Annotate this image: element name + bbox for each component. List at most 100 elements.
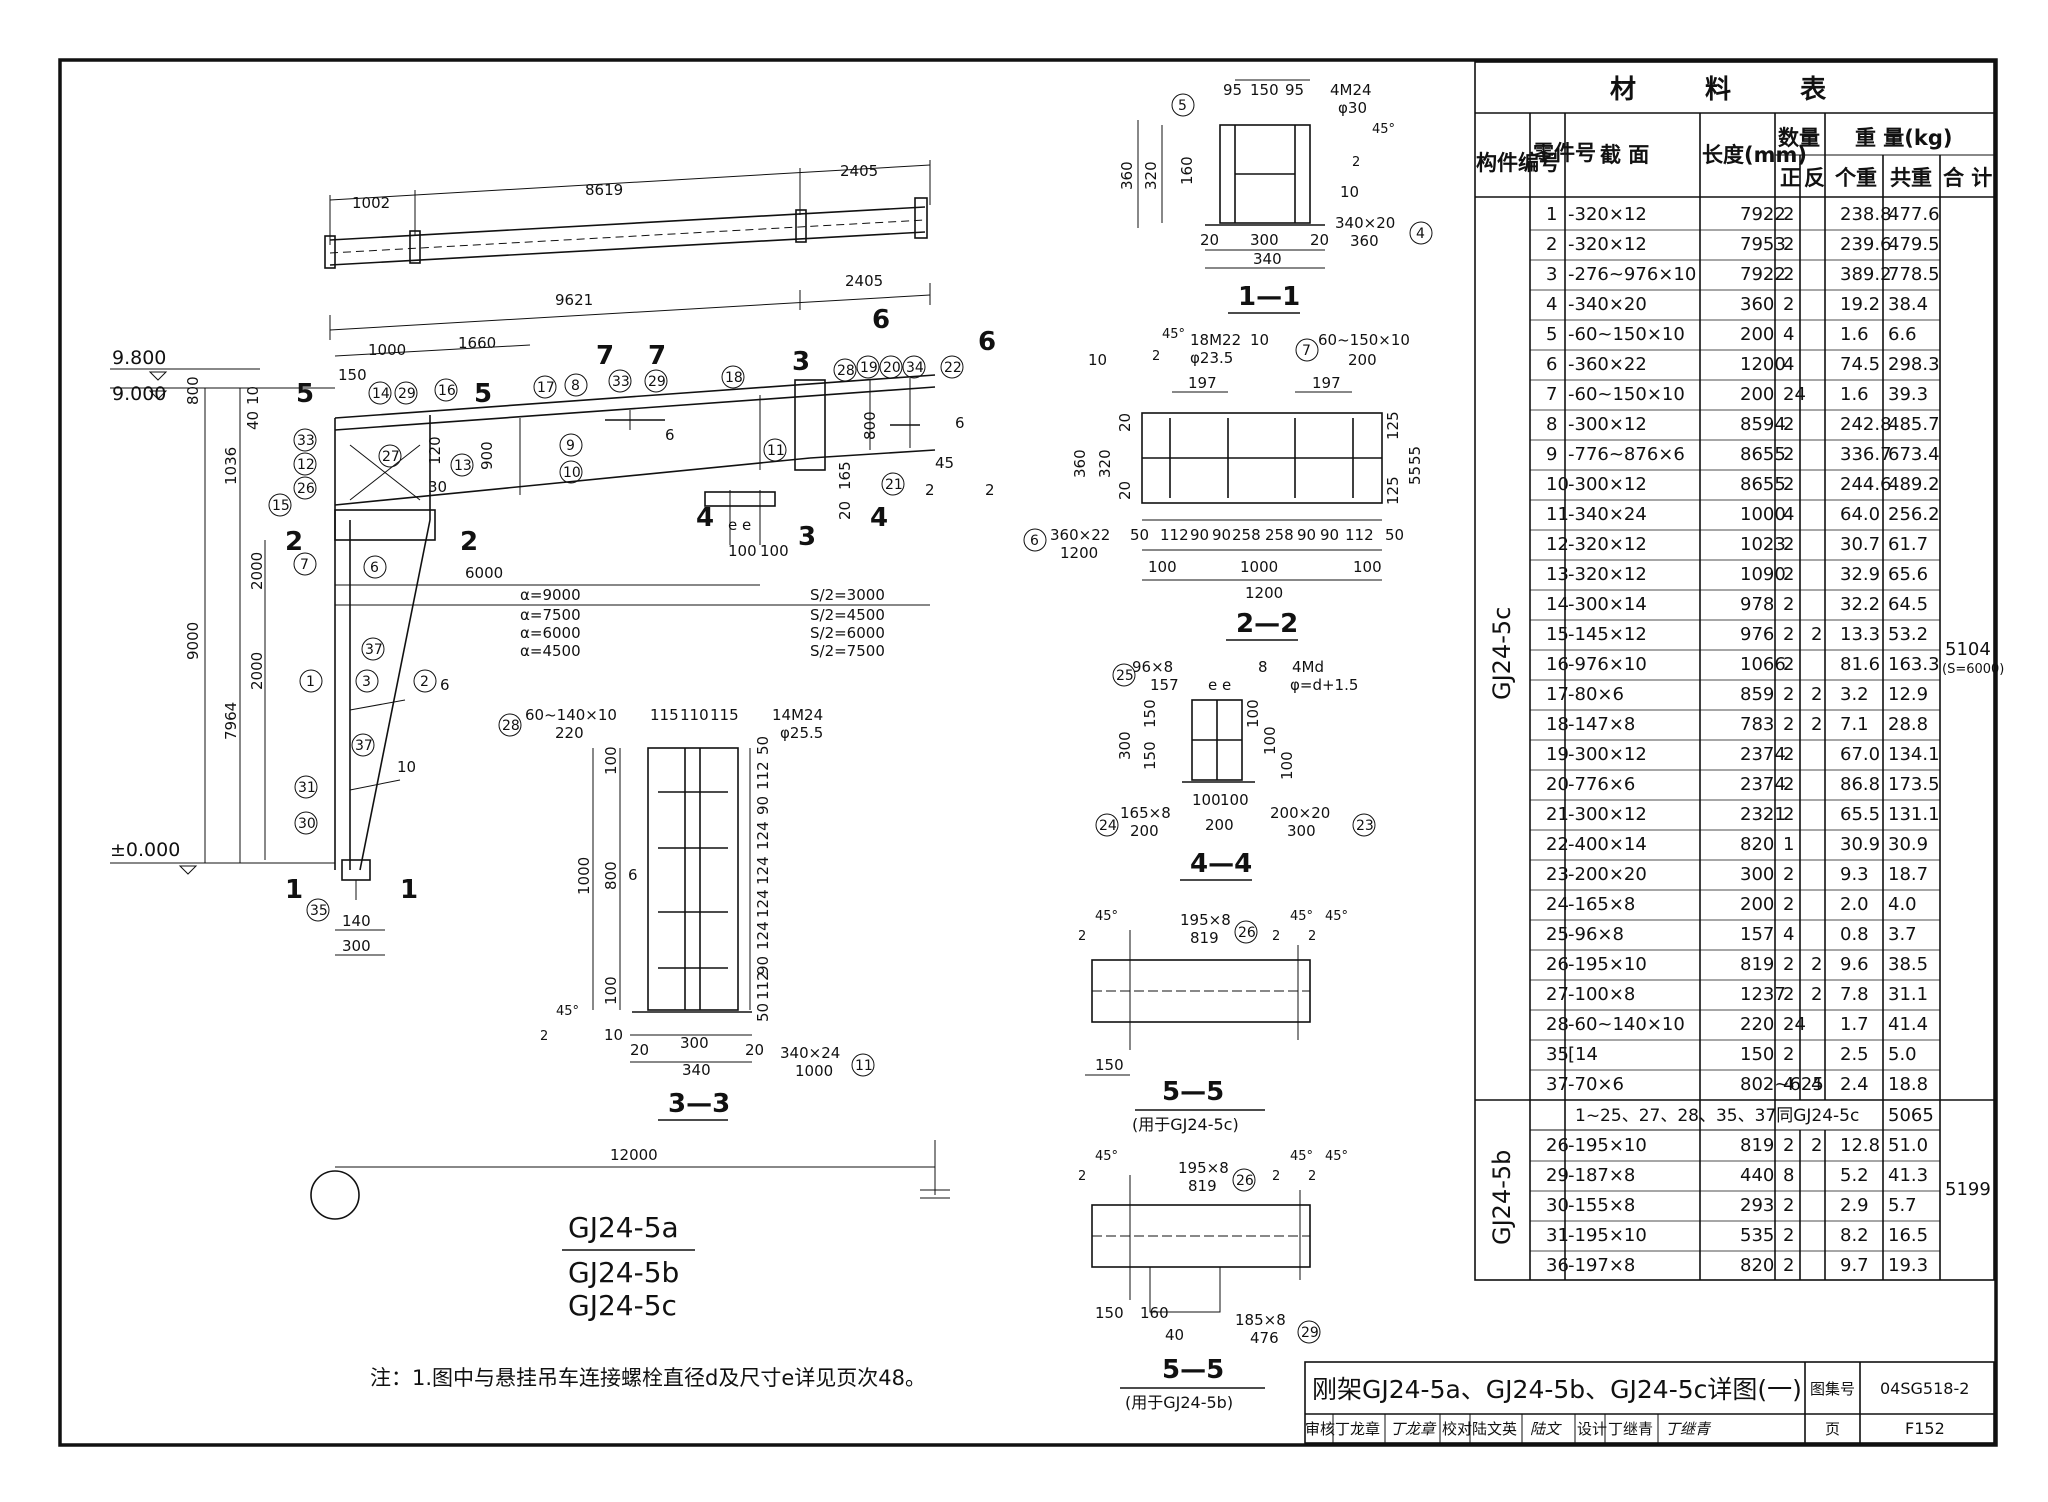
base-dim-300: 300 [342, 937, 371, 955]
cell-qty-pos: 2 [1783, 534, 1794, 555]
s11-plate-len: 360 [1350, 232, 1379, 250]
cell-weight-each: 32.9 [1840, 564, 1880, 585]
cell-weight-each: 30.9 [1840, 834, 1880, 855]
s55c-weld: 2 [1272, 929, 1280, 944]
span-12000: 12000 [610, 1146, 658, 1164]
cell-weight-total: 65.6 [1888, 564, 1928, 585]
cell-weight-each: 2.5 [1840, 1044, 1869, 1065]
s22-dim: 258 [1232, 526, 1261, 544]
part-number: 3 [362, 674, 371, 690]
cell-section: -976×10 [1568, 654, 1647, 675]
s22-dim-100a: 100 [1148, 558, 1177, 576]
cell-qty-pos: 2 [1783, 804, 1794, 825]
part-number: 1 [306, 674, 315, 690]
part-balloon [268, 493, 292, 517]
s22-plate6-len: 1200 [1060, 544, 1098, 562]
part-balloon [368, 381, 392, 405]
cell-weight-each: 1.7 [1840, 1014, 1869, 1035]
part-number: 29 [648, 374, 666, 390]
part-number: 11 [767, 443, 785, 459]
cell-weight-total: 778.5 [1888, 264, 1940, 285]
group-c-total-note: (S=6000) [1942, 662, 2004, 677]
part-balloon [498, 713, 522, 737]
th-qty-neg: 反 [1804, 166, 1825, 190]
cell-weight-total: 41.4 [1888, 1014, 1928, 1035]
s11-hole: φ30 [1338, 99, 1367, 117]
dim-800: 800 [184, 376, 202, 405]
part-balloon [1112, 663, 1136, 687]
cell-qty-neg: 2 [1811, 1135, 1822, 1156]
s33-rdim: 112 [754, 761, 772, 790]
dim-1660: 1660 [458, 334, 496, 352]
cell-weight-each: 244.6 [1840, 474, 1892, 495]
s22-dim-1000: 1000 [1240, 558, 1278, 576]
cell-length: 8655 [1740, 474, 1786, 495]
part-number: 29 [398, 386, 416, 402]
cell-section: -60~150×10 [1568, 324, 1685, 345]
part-number: 9 [566, 438, 575, 454]
s22-dim: 90 [1190, 526, 1209, 544]
s55c-weld: 45° [1095, 909, 1118, 924]
cell-qty-pos: 4 [1783, 504, 1794, 525]
cell-weight-total: 38.4 [1888, 294, 1928, 315]
s11-dim-320: 320 [1142, 161, 1160, 190]
cell-weight-each: 336.7 [1840, 444, 1892, 465]
cell-length: 440 [1740, 1165, 1774, 1186]
cell-qty-neg: 2 [1811, 954, 1822, 975]
cell-qty-neg: 2 [1811, 984, 1822, 1005]
cell-weight-each: 242.8 [1840, 414, 1892, 435]
s33-rdim: 90 [754, 796, 772, 815]
cell-weight-total: 28.8 [1888, 714, 1928, 735]
cell-length: 7953 [1740, 234, 1786, 255]
cell-qty-pos: 2 [1783, 744, 1794, 765]
cell-weight-total: 12.9 [1888, 684, 1928, 705]
cell-length: 1090 [1740, 564, 1786, 585]
cell-section: -70×6 [1568, 1074, 1624, 1095]
cell-section: -96×8 [1568, 924, 1624, 945]
part-number: 10 [563, 465, 581, 481]
part-balloon [559, 460, 583, 484]
dim-20: 20 [836, 501, 854, 520]
cell-qty-neg: 4 [1811, 1074, 1822, 1095]
cell-length: 200 [1740, 894, 1774, 915]
cell-weight-each: 3.2 [1840, 684, 1869, 705]
th-section: 截 面 [1600, 143, 1649, 167]
th-part: 零件号 [1532, 141, 1596, 165]
cell-length: 1023 [1740, 534, 1786, 555]
th-qty-pos: 正 [1780, 166, 1801, 190]
cell-qty-pos: 2 [1783, 474, 1794, 495]
cell-section: -80×6 [1568, 684, 1624, 705]
part-number: 4 [1416, 226, 1425, 242]
s55c-plate: 195×8 [1180, 911, 1231, 929]
cell-length: 200 [1740, 384, 1774, 405]
cell-weight-total: 53.2 [1888, 624, 1928, 645]
part-balloon [559, 433, 583, 457]
cell-part: 12 [1546, 534, 1569, 555]
cell-part: 20 [1546, 774, 1569, 795]
cell-weight-total: 39.3 [1888, 384, 1928, 405]
part-balloon [1023, 528, 1047, 552]
cell-weight-total: 16.5 [1888, 1225, 1928, 1246]
cell-part: 29 [1546, 1165, 1569, 1186]
drawing-title: 刚架GJ24-5a、GJ24-5b、GJ24-5c详图(一) [1312, 1375, 1802, 1404]
part-number: 26 [297, 481, 315, 497]
cell-qty-pos: 24 [1783, 1014, 1806, 1035]
s55b-weld: 45° [1095, 1149, 1118, 1164]
s-4500: S/2=4500 [810, 606, 885, 624]
th-member: 构件编号 [1476, 151, 1560, 175]
cell-length: 820 [1740, 834, 1774, 855]
cell-qty-pos: 2 [1783, 684, 1794, 705]
part-number: 31 [298, 780, 316, 796]
s44-weld-8: 8 [1258, 658, 1268, 676]
cell-weight-each: 81.6 [1840, 654, 1880, 675]
